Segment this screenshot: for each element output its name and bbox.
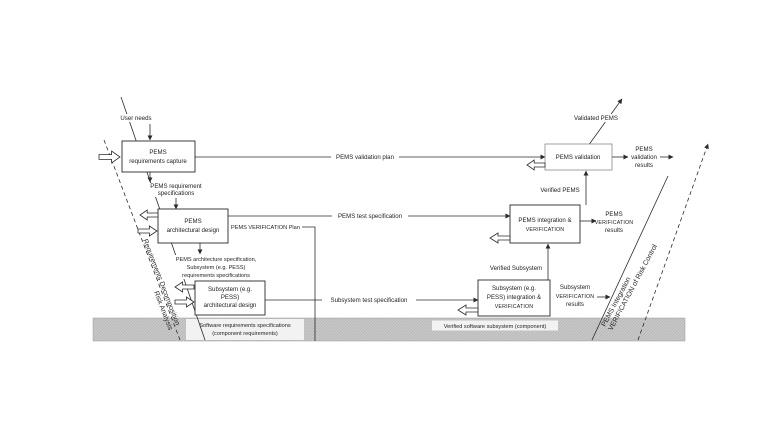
validated-pems-label: Validated PEMS (574, 115, 618, 122)
hollow-right-arrow-icon (174, 296, 195, 308)
validation-results-label: results (635, 162, 653, 169)
component-level-band (92, 317, 686, 342)
validation-box (544, 143, 613, 171)
architectural-design-box (157, 208, 229, 244)
user-needs-label-bg (118, 114, 154, 122)
verification-results-label: results (605, 227, 623, 234)
architecture-specification-label: requirements specifications (182, 273, 250, 279)
test-specification-label: PEMS test specification (338, 213, 402, 220)
right-boundary-line (591, 175, 669, 341)
requirements-capture-label: requirements capture (129, 158, 187, 165)
requirement-specifications-label-bg (148, 183, 204, 197)
validation-results-label: PEMS (635, 146, 652, 153)
integration-verification-label: VERIFICATION (526, 227, 565, 233)
subsystem-integration-label: PESS) integration & (487, 294, 541, 301)
architecture-specification-label-bg (167, 255, 265, 279)
subsystem-results-label: Subsystem (560, 284, 590, 291)
requirements-capture-label: PEMS (149, 149, 166, 156)
subsystem-test-specification-label: Subsystem test specification (331, 297, 408, 304)
validation-plan-label: PEMS validation plan (336, 154, 394, 161)
verified-software-label-bg (432, 320, 558, 331)
subsystem-integration-label: VERIFICATION (495, 304, 534, 310)
validated-pems-label-bg (572, 114, 620, 122)
verification-plan-line (302, 226, 316, 341)
subsystem-architectural-design-label: architectural design (204, 302, 257, 309)
hollow-left-arrow-icon (489, 232, 511, 244)
hollow-left-arrow-icon (174, 281, 195, 293)
subsystem-integration-box (477, 279, 551, 317)
verification-results-label: PEMS (605, 211, 622, 218)
architecture-specification-label: Subsystem (e.g. PESS) (187, 265, 246, 271)
software-requirements-label: (component requirements) (212, 331, 278, 337)
software-requirements-label-bg (186, 319, 304, 340)
subsystem-architectural-design-label: PESS) (221, 294, 239, 301)
verification-results-label: VERIFICATION (595, 220, 634, 226)
subsystem-architectural-design-label: Subsystem (e.g. (208, 286, 252, 293)
architecture-specification-label: PEMS architecture specification, (176, 257, 257, 263)
test-specification-label-bg (332, 212, 408, 220)
hollow-right-arrow-icon (137, 225, 158, 237)
requirement-specifications-label: specifications (158, 190, 195, 197)
hollow-left-arrow-icon (139, 209, 159, 221)
integration-verification-label: PEMS integration & (518, 217, 571, 224)
user-needs-label: User needs (120, 115, 151, 122)
subsystem-test-specification-label-bg (322, 296, 416, 304)
verified-software-label: Verified software subsystem (component) (444, 324, 547, 330)
architectural-design-label: PEMS (184, 218, 201, 225)
validation-label: PEMS validation (556, 154, 601, 161)
subsystem-integration-label: Subsystem (e.g. (492, 285, 536, 292)
requirements-capture-box (121, 140, 196, 173)
validated-pems-arrow (587, 98, 623, 147)
right-dashed-arrow (637, 143, 709, 341)
validation-plan-label-bg (331, 153, 399, 161)
requirement-specifications-label: PEMS requirement (150, 183, 202, 190)
hollow-left-arrow-icon (526, 159, 546, 171)
subsystem-results-label: results (566, 301, 584, 308)
software-requirements-label: Software requirements specifications (199, 323, 291, 329)
verified-pems-label: Verified PEMS (540, 187, 579, 194)
verified-subsystem-label: Verified Subsystem (490, 265, 542, 272)
subsystem-architectural-design-box (194, 280, 266, 316)
subsystem-results-label: VERIFICATION (556, 294, 595, 300)
left-dashed-line (103, 139, 181, 341)
verification-plan-label: PEMS VERIFICATION Plan (231, 225, 300, 231)
validation-results-label: validation (631, 154, 657, 161)
hollow-left-arrow-icon (457, 304, 479, 316)
architectural-design-label: architectural design (167, 227, 220, 234)
hollow-right-arrow-icon (98, 150, 121, 164)
integration-verification-box (509, 204, 581, 244)
